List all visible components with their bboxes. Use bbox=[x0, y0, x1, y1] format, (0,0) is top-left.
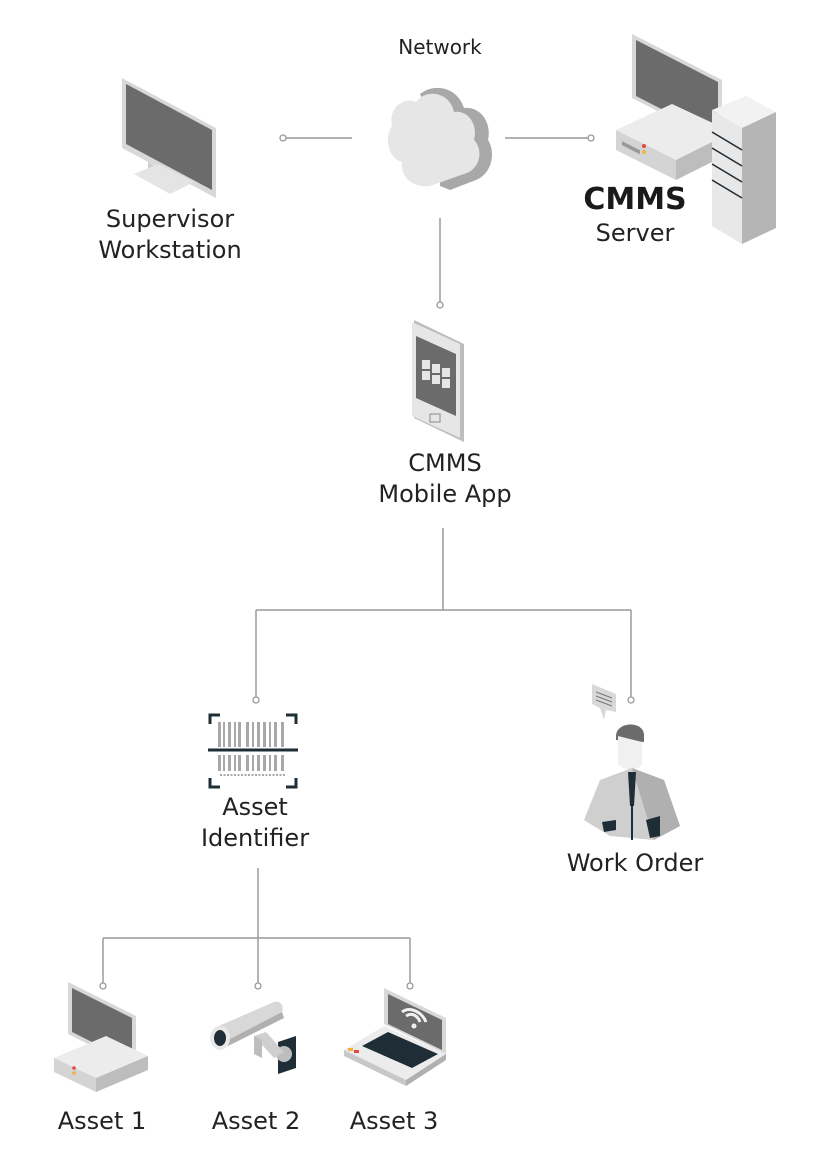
technician-icon bbox=[584, 684, 680, 840]
smartphone-icon bbox=[412, 320, 464, 442]
laptop-wifi-icon bbox=[344, 988, 446, 1086]
asset2-label: Asset 2 bbox=[211, 1107, 301, 1135]
port-mobile bbox=[436, 301, 444, 309]
port-identifier bbox=[252, 696, 260, 704]
work-order-label: Work Order bbox=[566, 849, 704, 877]
port-supervisor bbox=[279, 134, 287, 142]
security-camera-icon bbox=[210, 1001, 296, 1074]
asset1-label: Asset 1 bbox=[57, 1107, 147, 1135]
asset3-label: Asset 3 bbox=[349, 1107, 439, 1135]
mobile-app-label: CMMS Mobile App bbox=[360, 448, 530, 510]
asset-identifier-label: Asset Identifier bbox=[170, 792, 340, 854]
server-label-line1: CMMS bbox=[583, 182, 687, 217]
asset-identifier-label-line2: Identifier bbox=[200, 824, 310, 852]
asset-identifier-label-line1: Asset bbox=[222, 793, 288, 821]
supervisor-label-line2: Workstation bbox=[98, 236, 242, 264]
network-label: Network bbox=[398, 35, 482, 59]
mobile-app-label-line1: CMMS bbox=[408, 449, 482, 477]
server-label-line2: Server bbox=[595, 219, 675, 247]
speech-bubble-icon bbox=[592, 684, 616, 720]
desktop-computer-icon bbox=[54, 982, 148, 1092]
cloud-icon bbox=[387, 87, 492, 190]
port-workorder bbox=[627, 696, 635, 704]
port-asset3 bbox=[406, 982, 414, 990]
supervisor-label-line1: Supervisor bbox=[105, 205, 235, 233]
supervisor-label: Supervisor Workstation bbox=[80, 204, 260, 266]
barcode-scanner-icon bbox=[208, 713, 298, 789]
server-label: CMMS Server bbox=[565, 182, 705, 249]
port-asset2 bbox=[254, 982, 262, 990]
monitor-icon bbox=[122, 78, 216, 198]
server-tower-icon bbox=[616, 34, 776, 244]
mobile-app-label-line2: Mobile App bbox=[378, 480, 512, 508]
port-asset1 bbox=[99, 982, 107, 990]
port-server bbox=[587, 134, 595, 142]
